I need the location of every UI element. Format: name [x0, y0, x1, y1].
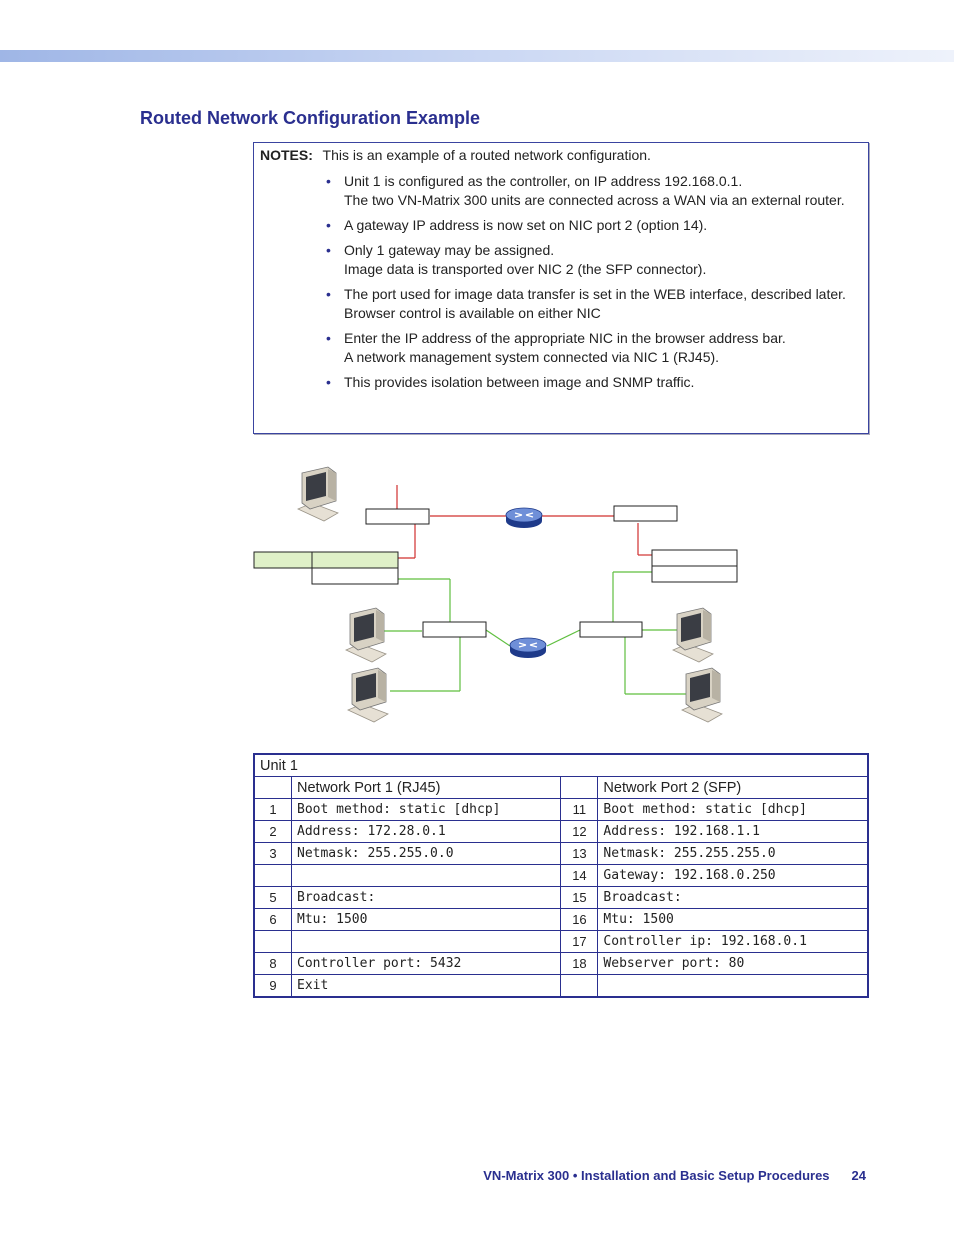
table-title: Unit 1 [253, 753, 869, 777]
notes-intro: This is an example of a routed network c… [322, 147, 651, 163]
table-header-row: Network Port 1 (RJ45) Network Port 2 (SF… [253, 776, 869, 799]
page-title: Routed Network Configuration Example [140, 108, 481, 128]
computer-icon [681, 667, 723, 723]
note-item: •This provides isolation between image a… [326, 374, 695, 390]
table-row: 8 Controller port: 5432 18 Webserver por… [253, 952, 869, 975]
table-row: 17 Controller ip: 192.168.0.1 [253, 930, 869, 953]
computer-icon [297, 466, 339, 522]
table-row: 6 Mtu: 1500 16 Mtu: 1500 [253, 908, 869, 931]
wan-links [396, 485, 653, 559]
unit-config-table: Unit 1 Network Port 1 (RJ45) Network Por… [253, 753, 869, 998]
computer-icon [345, 607, 387, 663]
bullet-icon: • [326, 330, 331, 346]
port1-header: Network Port 1 (RJ45) [290, 776, 562, 799]
note-item: •Enter the IP address of the appropriate… [326, 330, 786, 365]
header-band [0, 50, 954, 62]
table-row: 14 Gateway: 192.168.0.250 [253, 864, 869, 887]
bullet-icon: • [326, 217, 331, 233]
table-title-row: Unit 1 [253, 753, 869, 777]
notes-box: NOTES: This is an example of a routed ne… [253, 142, 869, 434]
table-row: 5 Broadcast: 15 Broadcast: [253, 886, 869, 909]
table-row: 9 Exit [253, 974, 869, 998]
lan-links [373, 571, 687, 695]
computer-icon [672, 607, 714, 663]
note-item: •Unit 1 is configured as the controller,… [326, 173, 845, 208]
table-row: 3 Netmask: 255.255.0.0 13 Netmask: 255.2… [253, 842, 869, 865]
computer-icon [347, 667, 389, 723]
table-row: 2 Address: 172.28.0.1 12 Address: 192.16… [253, 820, 869, 843]
table-row: 1 Boot method: static [dhcp] 11 Boot met… [253, 798, 869, 821]
footer-doc-title: VN-Matrix 300 • Installation and Basic S… [483, 1168, 830, 1183]
lan-router-icon [509, 637, 547, 659]
page-number: 24 [851, 1168, 866, 1183]
wan-router-icon [505, 507, 543, 529]
note-item: •Only 1 gateway may be assigned. Image d… [326, 242, 707, 277]
note-item: •A gateway IP address is now set on NIC … [326, 217, 708, 233]
bullet-icon: • [326, 242, 331, 258]
notes-list: •Unit 1 is configured as the controller,… [324, 172, 854, 398]
notes-header: NOTES: This is an example of a routed ne… [260, 147, 651, 163]
interface-boxes [253, 505, 738, 638]
page-footer: VN-Matrix 300 • Installation and Basic S… [483, 1168, 866, 1183]
network-diagram [253, 466, 738, 723]
bullet-icon: • [326, 374, 331, 390]
port2-header: Network Port 2 (SFP) [597, 776, 869, 799]
notes-label: NOTES: [260, 147, 313, 163]
note-item: •The port used for image data transfer i… [326, 286, 846, 321]
bullet-icon: • [326, 173, 331, 189]
bullet-icon: • [326, 286, 331, 302]
